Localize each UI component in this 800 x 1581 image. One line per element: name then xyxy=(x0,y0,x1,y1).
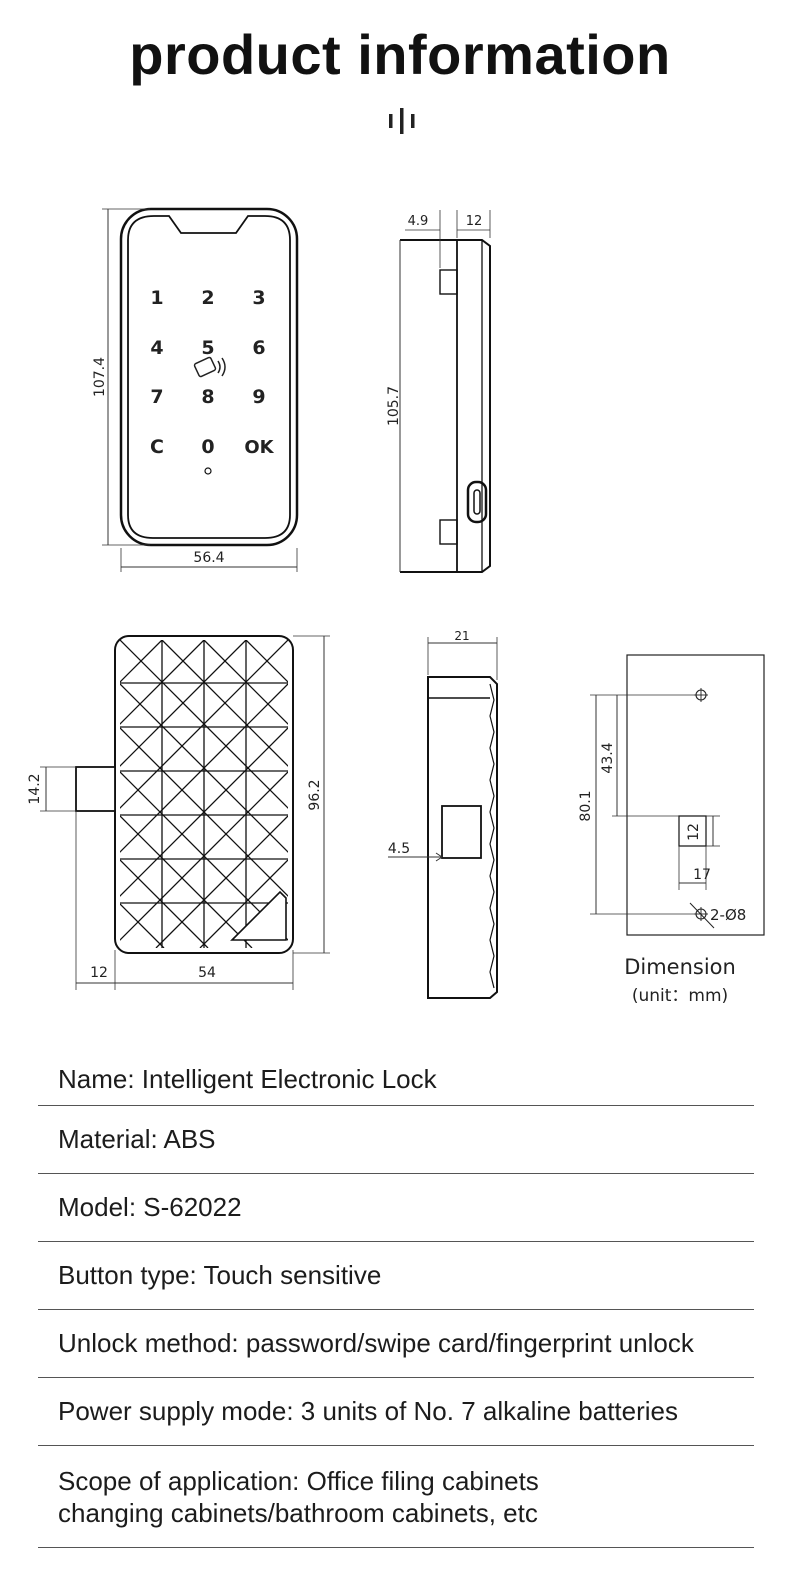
dimension-caption: Dimension (unit：mm) xyxy=(600,955,760,1006)
spec-scope: Scope of application: Office filing cabi… xyxy=(38,1446,754,1548)
back-tongue-width-label: 12 xyxy=(90,965,108,981)
key-6: 6 xyxy=(252,337,265,359)
side-height-label: 105.7 xyxy=(386,386,402,426)
side-top-left-label: 4.9 xyxy=(408,214,429,229)
lock-side-offset-label: 4.5 xyxy=(388,841,410,857)
front-view-drawing xyxy=(102,207,299,572)
key-2: 2 xyxy=(201,287,214,309)
spec-list: Name: Intelligent Electronic Lock Materi… xyxy=(38,1042,754,1548)
side-top-right-label: 12 xyxy=(466,214,483,229)
lock-side-width-label: 21 xyxy=(454,629,469,643)
spec-scope-line1: Scope of application: Office filing cabi… xyxy=(58,1465,539,1496)
cutout-outer-label: 80.1 xyxy=(578,790,594,821)
key-7: 7 xyxy=(150,386,163,408)
spec-material: Material: ABS xyxy=(38,1106,754,1174)
key-5: 5 xyxy=(201,337,214,359)
back-body-width-label: 54 xyxy=(198,965,216,981)
spec-model: Model: S-62022 xyxy=(38,1174,754,1242)
front-width-label: 56.4 xyxy=(193,550,224,566)
key-0: 0 xyxy=(201,436,214,458)
key-3: 3 xyxy=(252,287,265,309)
back-height-label: 96.2 xyxy=(307,779,323,810)
side-view-drawing xyxy=(399,210,491,573)
dimension-title: Dimension xyxy=(624,955,736,979)
title-divider-icon xyxy=(389,108,415,134)
spec-unlock-method: Unlock method: password/swipe card/finge… xyxy=(38,1310,754,1378)
card-reader-icon xyxy=(193,356,226,378)
cutout-slot-width-label: 17 xyxy=(693,867,711,883)
cutout-dimension-drawing xyxy=(590,654,765,936)
key-1: 1 xyxy=(150,287,163,309)
dimension-unit: (unit：mm) xyxy=(631,986,729,1006)
spec-button-type: Button type: Touch sensitive xyxy=(38,1242,754,1310)
back-tongue-label: 14.2 xyxy=(27,773,43,804)
page-title: product information xyxy=(129,23,671,86)
technical-drawings: 1 2 3 4 5 6 7 8 9 C 0 OK 107.4 56.4 4.9 … xyxy=(27,207,765,999)
key-4: 4 xyxy=(150,337,163,359)
cutout-inner-label: 43.4 xyxy=(600,742,616,773)
key-c: C xyxy=(150,436,164,458)
usb-port-icon xyxy=(466,480,488,524)
key-9: 9 xyxy=(252,386,265,408)
spec-scope-line2: changing cabinets/bathroom cabinets, etc xyxy=(58,1497,538,1528)
back-view-drawing xyxy=(40,635,330,990)
front-height-label: 107.4 xyxy=(92,357,108,397)
spec-name: Name: Intelligent Electronic Lock xyxy=(38,1042,754,1106)
cutout-slot-height-label: 12 xyxy=(686,823,702,841)
key-ok: OK xyxy=(244,437,274,458)
lock-side-drawing xyxy=(388,637,498,999)
cutout-hole-label: 2-Ø8 xyxy=(710,906,746,924)
spec-power-supply: Power supply mode: 3 units of No. 7 alka… xyxy=(38,1378,754,1446)
key-8: 8 xyxy=(201,386,214,408)
